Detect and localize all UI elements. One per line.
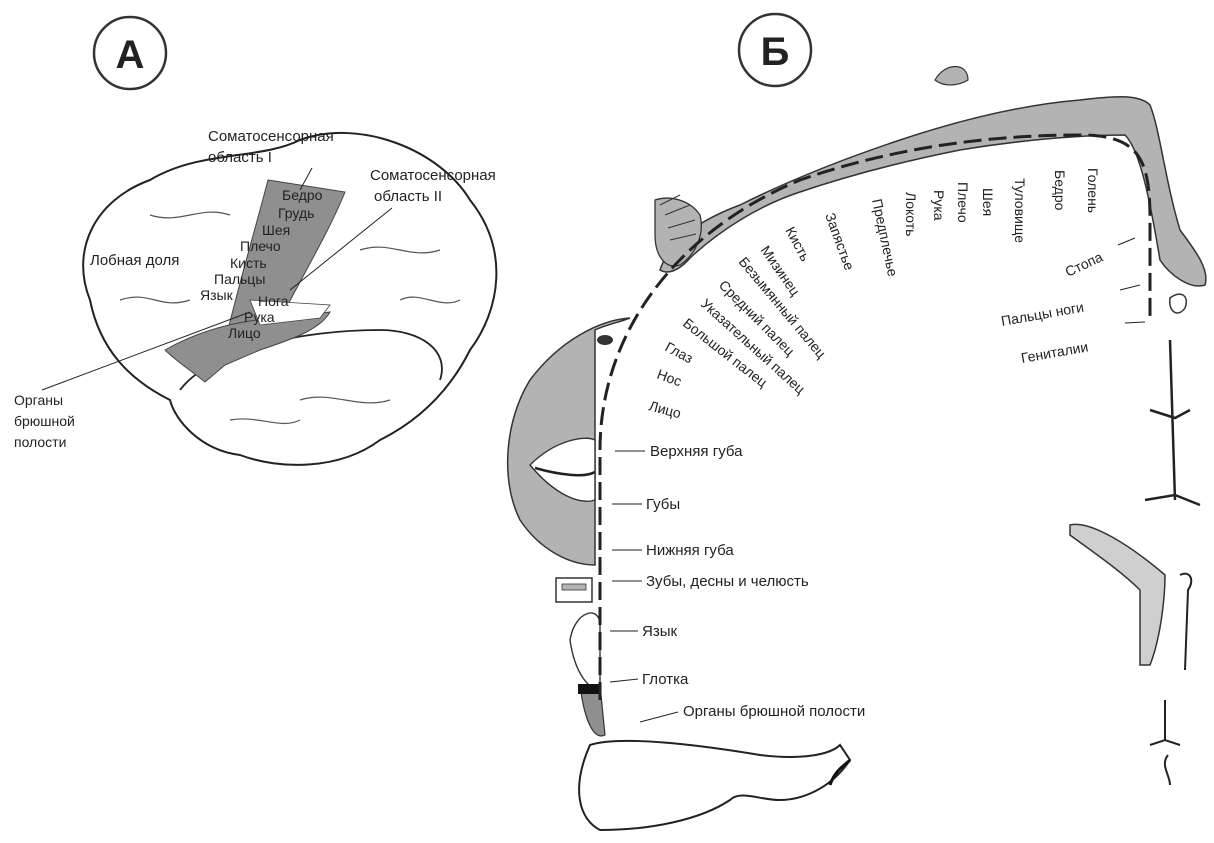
label-shoulder: Плечо (955, 182, 971, 223)
label-genitals: Гениталии (1020, 338, 1090, 366)
label-pharynx: Глотка (642, 671, 689, 688)
strip-label-hand: Кисть (230, 255, 267, 271)
ventricle-line-3 (1150, 700, 1180, 785)
tick-genitals (1125, 322, 1145, 323)
label-thigh: Бедро (1052, 170, 1068, 211)
tick-toes (1120, 285, 1140, 290)
callout-s1-line2: область I (208, 149, 272, 166)
callout-organs-line2: брюшной (14, 413, 75, 429)
label-trunk: Туловище (1012, 178, 1028, 243)
ventricle-line-2 (1180, 574, 1191, 670)
label-tongue: Язык (642, 623, 677, 640)
callout-frontal: Лобная доля (90, 252, 179, 269)
pharynx-band (578, 684, 600, 694)
label-hand: Кисть (782, 224, 813, 264)
label-forearm: Предплечье (869, 197, 901, 278)
label-upper-lip: Верхняя губа (650, 443, 743, 460)
panel-b-letter: Б (761, 30, 790, 74)
label-nose: Нос (655, 366, 684, 390)
label-face: Лицо (647, 397, 683, 421)
strip-label-tongue: Язык (200, 287, 234, 303)
homunculus-eye (597, 335, 613, 345)
panel-b: Б Гениталии (508, 14, 1206, 830)
callout-s2-line1: Соматосенсорная (370, 167, 496, 184)
label-elbow: Локоть (903, 192, 919, 236)
label-lower-leg: Голень (1085, 168, 1101, 213)
strip-label-shoulder: Плечо (240, 238, 281, 254)
strip-label-chest: Грудь (278, 205, 314, 221)
tick-foot (1118, 238, 1135, 245)
callout-s1-line1: Соматосенсорная (208, 128, 334, 145)
homunculus-genitals (1170, 294, 1187, 313)
label-lower-lip: Нижняя губа (646, 542, 734, 559)
homunculus-head (935, 67, 968, 85)
tick-pharynx (610, 679, 638, 682)
label-lips: Губы (646, 496, 680, 513)
label-foot: Стопа (1063, 248, 1106, 279)
strip-label-thigh: Бедро (282, 187, 323, 203)
panel-a-letter: А (116, 33, 145, 77)
label-eye: Глаз (663, 339, 696, 367)
label-teeth-gums-jaw: Зубы, десны и челюсть (646, 573, 809, 590)
label-arm: Рука (931, 190, 947, 221)
teeth (562, 584, 586, 590)
strip-label-neck: Шея (262, 222, 290, 238)
ventricle-lines (1145, 340, 1200, 505)
callout-organs-line1: Органы (14, 392, 63, 408)
area2-label-arm: Рука (244, 309, 275, 325)
area2-label-leg: Нога (258, 293, 289, 309)
homunculus-tongue (570, 613, 600, 690)
label-toes: Пальцы ноги (1000, 299, 1085, 329)
tick-abdominal (640, 712, 678, 722)
ventricle-shape (1070, 524, 1165, 665)
callout-s2-line2: область II (374, 188, 442, 205)
area2-label-face: Лицо (228, 325, 261, 341)
strip-label-fingers: Пальцы (214, 271, 265, 287)
panel-a: А Бедро Грудь Шея Плечо Кисть Пальцы Язы… (14, 17, 496, 465)
label-neck: Шея (980, 188, 996, 216)
callout-organs-line3: полости (14, 434, 66, 450)
homunculus-hand (655, 198, 701, 266)
label-abdominal-organs: Органы брюшной полости (683, 703, 865, 720)
label-wrist: Запястье (822, 211, 858, 273)
brain-section (579, 741, 850, 830)
